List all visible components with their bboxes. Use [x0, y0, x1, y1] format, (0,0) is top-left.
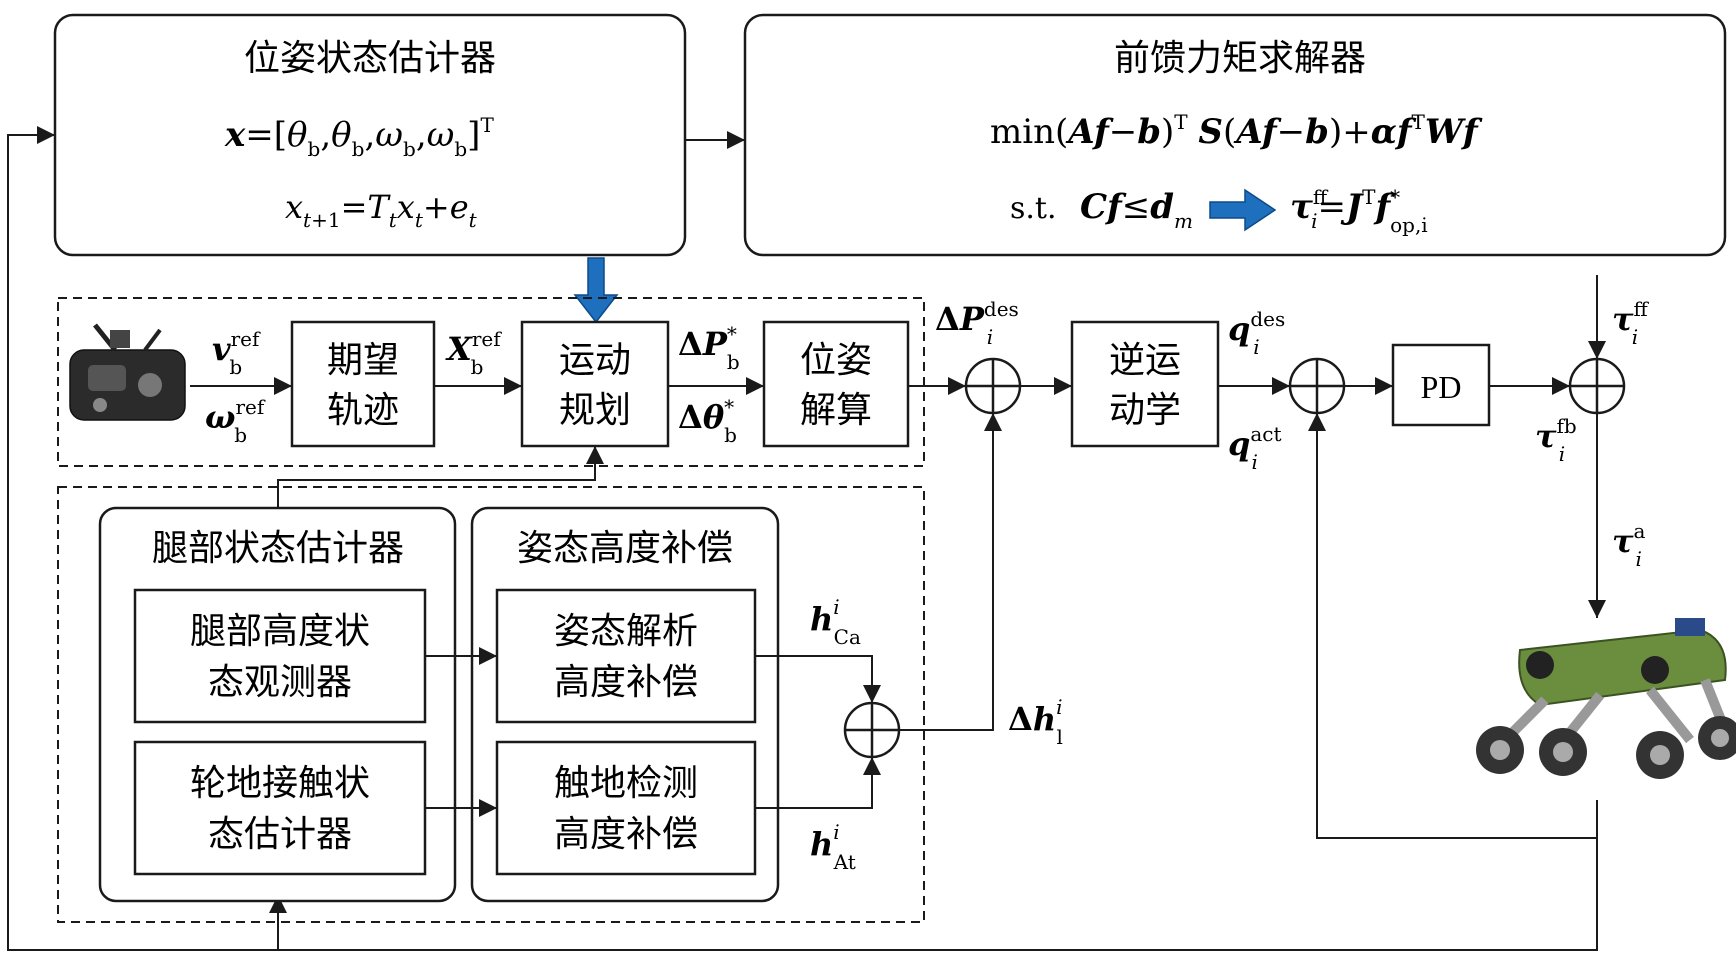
svg-text:期望: 期望 [327, 340, 399, 381]
svg-text:腿部高度状: 腿部高度状 [190, 611, 370, 652]
desired-trajectory-block: 期望 轨迹 [290, 320, 436, 448]
state-transition-equation: xt+1=Ttxt+et [285, 188, 478, 232]
svg-text:运动: 运动 [559, 340, 631, 381]
hca-to-sum4-line [755, 655, 881, 703]
svg-text:态估计器: 态估计器 [208, 814, 352, 855]
estimation-to-plan-line [277, 446, 604, 508]
sum-junction-1 [964, 357, 1022, 415]
posture-analysis-comp-block: 姿态解析 高度补偿 [495, 588, 757, 724]
feedforward-torque-solver-block: 前馈力矩求解器 min(Af−b)T S(Af−b)+αfTWf s.t. Cf… [743, 13, 1727, 257]
svg-text:解算: 解算 [800, 390, 872, 431]
wheel-legged-robot-icon [1476, 618, 1736, 779]
inverse-kinematics-block: 逆运 动学 [1070, 320, 1220, 448]
svg-text:姿态解析: 姿态解析 [554, 611, 698, 652]
pd-controller-block: PD [1391, 343, 1491, 427]
svg-text:姿态高度补偿: 姿态高度补偿 [517, 528, 733, 569]
dh-to-sum1-line [899, 413, 1002, 731]
wheel-contact-estimator-block: 轮地接触状 态估计器 [133, 740, 427, 876]
pose-solving-block: 位姿 解算 [762, 320, 910, 448]
touch-detect-comp-block: 触地检测 高度补偿 [495, 740, 757, 876]
global-feedback-line [7, 126, 1598, 951]
qp-objective: min(Af−b)T S(Af−b)+αfTWf [990, 110, 1483, 152]
remote-controller-icon [69, 323, 186, 421]
svg-text:高度补偿: 高度补偿 [554, 814, 698, 855]
svg-text:轮地接触状: 轮地接触状 [190, 763, 370, 804]
hat-to-sum4-line [755, 757, 881, 809]
svg-text:min(Af−b)T S(Af−b)+αfTWf: min(Af−b)T S(Af−b)+αfTWf [990, 110, 1483, 152]
sum-junction-2 [1288, 357, 1346, 415]
svg-text:触地检测: 触地检测 [554, 763, 698, 804]
planning-dashed-group [57, 297, 925, 467]
svg-text:xt+1=Ttxt+et: xt+1=Ttxt+et [285, 188, 478, 232]
svg-text:高度补偿: 高度补偿 [554, 662, 698, 703]
svg-text:轨迹: 轨迹 [327, 390, 399, 431]
joint-feedback-line [1308, 413, 1598, 839]
svg-text:ΔP*b: ΔP*b [678, 322, 740, 374]
svg-text:Δθ*b: Δθ*b [678, 395, 737, 447]
delta-p-star-label: ΔP*b [678, 322, 740, 374]
svg-text:规划: 规划 [559, 390, 631, 431]
ff-solver-title: 前馈力矩求解器 [1114, 38, 1366, 79]
sum-junction-3 [1568, 357, 1626, 415]
blue-down-arrow-icon [573, 257, 619, 324]
blue-implies-arrow-icon [1209, 188, 1277, 232]
svg-text:腿部状态估计器: 腿部状态估计器 [152, 528, 404, 569]
svg-text:PD: PD [1421, 369, 1462, 405]
svg-text:s.t.: s.t. [1010, 191, 1057, 226]
svg-text:态观测器: 态观测器 [208, 662, 352, 703]
pose-state-estimator-block: 位姿状态估计器 x=[θb,θb,ωb,ωb]T xt+1=Ttxt+et [53, 13, 687, 257]
state-estimation-dashed-group [57, 486, 925, 923]
pose-estimator-title: 位姿状态估计器 [244, 38, 496, 79]
svg-text:逆运: 逆运 [1109, 340, 1181, 381]
svg-text:τai: τai [1612, 519, 1646, 571]
svg-text:位姿: 位姿 [800, 340, 872, 381]
sum-junction-4 [843, 701, 901, 759]
svg-text:动学: 动学 [1109, 390, 1181, 431]
motion-planning-block: 运动 规划 [520, 320, 670, 448]
delta-theta-star-label: Δθ*b [678, 395, 737, 447]
leg-height-observer-block: 腿部高度状 态观测器 [133, 588, 427, 724]
